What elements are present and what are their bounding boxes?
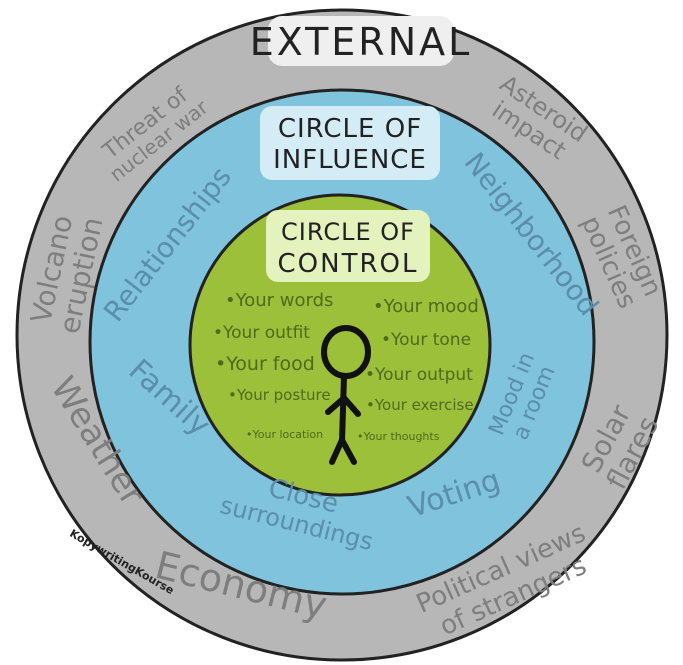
control-title-line1: CIRCLE OF bbox=[281, 218, 415, 246]
control-left-item-4: •Your posture bbox=[228, 386, 331, 404]
control-left-item-3: •Your food bbox=[215, 353, 315, 375]
control-right-item-3: •Your output bbox=[365, 365, 473, 385]
control-left-item-1: •Your words bbox=[225, 290, 333, 311]
control-right-item-2: •Your tone bbox=[381, 330, 471, 350]
stick-figure-icon bbox=[321, 325, 371, 465]
external-title-bg bbox=[268, 16, 454, 66]
influence-title-bg bbox=[260, 106, 440, 180]
control-right-item-5: •Your thoughts bbox=[357, 430, 440, 443]
control-right-list: •Your mood •Your tone •Your output •Your ex… bbox=[357, 296, 479, 443]
control-right-item-1: •Your mood bbox=[373, 296, 479, 317]
influence-title-line2: INFLUENCE bbox=[273, 145, 427, 175]
external-title: EXTERNAL bbox=[250, 20, 473, 64]
control-right-item-4: •Your exercise bbox=[366, 396, 474, 414]
control-left-list: •Your words •Your outfit •Your food •Your p… bbox=[213, 290, 333, 441]
control-title-line2: CONTROL bbox=[278, 249, 419, 279]
control-left-item-5: •Your location bbox=[246, 428, 323, 441]
control-title-bg bbox=[266, 210, 430, 282]
control-left-item-2: •Your outfit bbox=[213, 323, 310, 343]
influence-title-line1: CIRCLE OF bbox=[278, 114, 422, 144]
